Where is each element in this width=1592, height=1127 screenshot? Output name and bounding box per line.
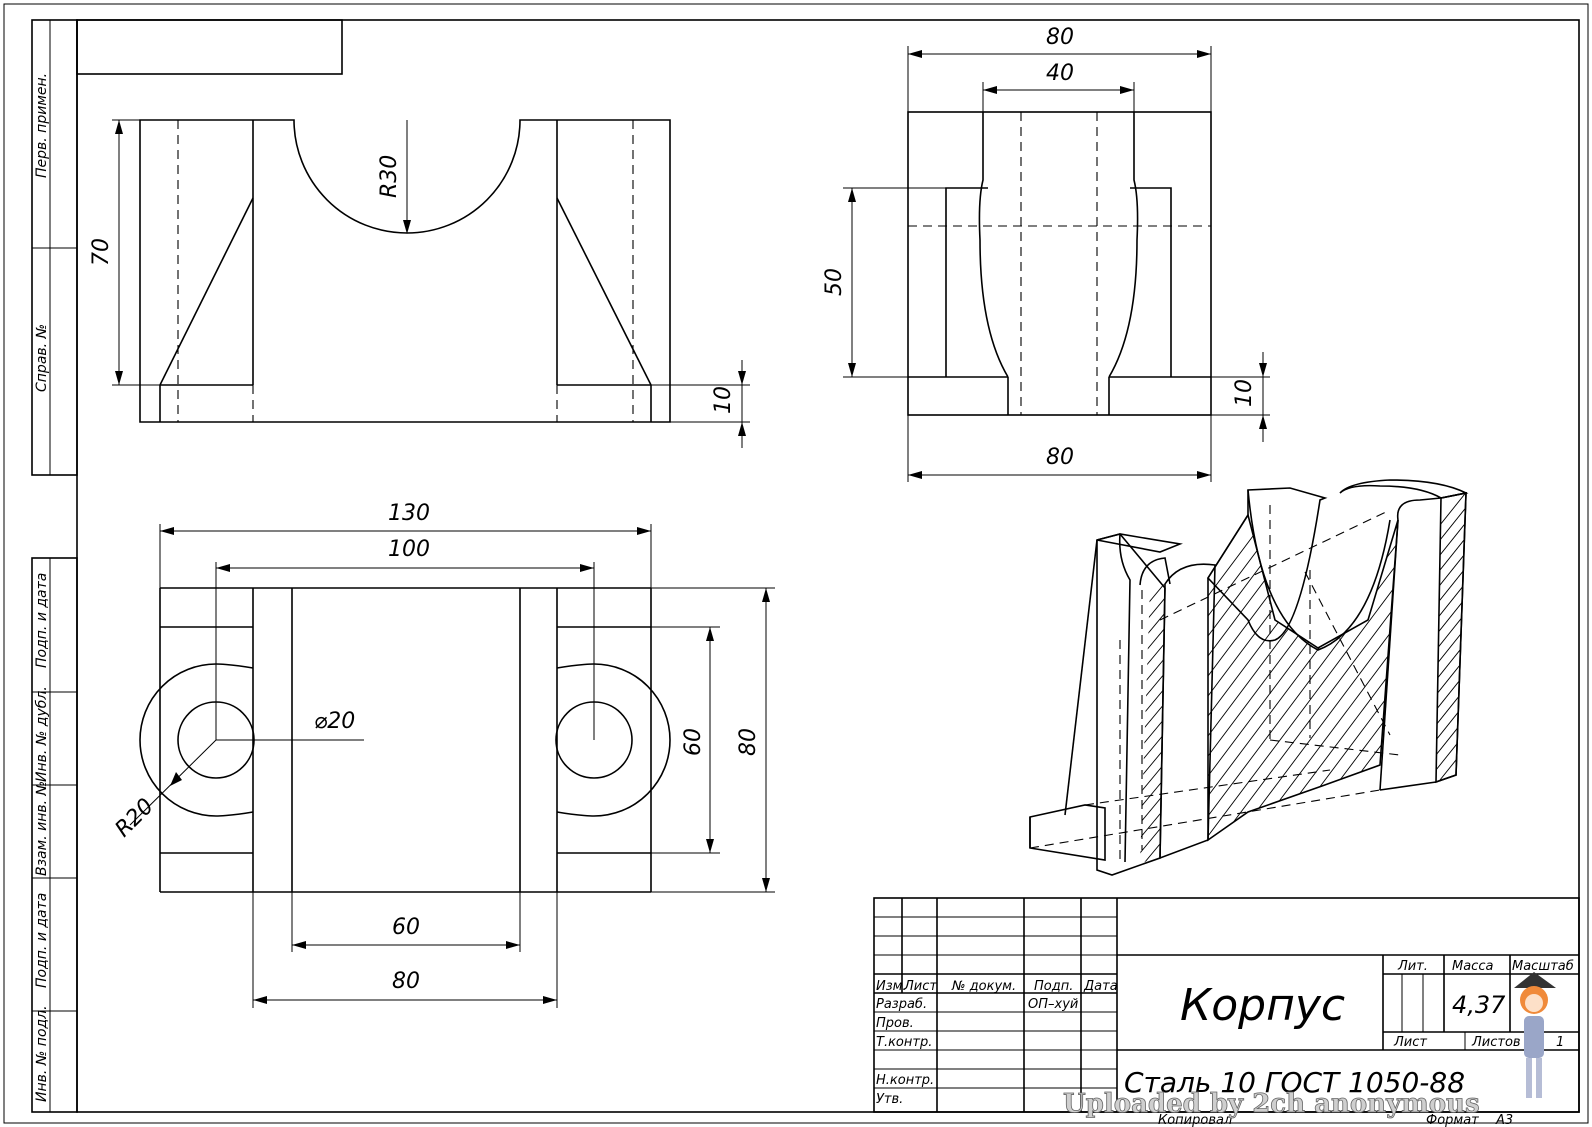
tb-format: Формат xyxy=(1426,1113,1479,1127)
tb-masshtab: Масштаб xyxy=(1512,959,1574,974)
dim-side-top-inner: 40 xyxy=(1046,61,1074,86)
dim-front-radius: R30 xyxy=(377,155,402,198)
dim-plan-inner-height: 60 xyxy=(681,728,706,756)
front-view: R30 70 10 xyxy=(89,119,750,448)
tb-col-list: Лист xyxy=(903,979,937,994)
tb-row-tkontr: Т.контр. xyxy=(876,1035,932,1050)
watermark-text: Uploaded by 2ch anonymous xyxy=(1063,1089,1480,1119)
tb-list: Лист xyxy=(1393,1035,1427,1050)
tb-format-value: А3 xyxy=(1495,1113,1513,1127)
dim-side-bottom: 80 xyxy=(1046,445,1074,470)
sidebar-vzam-inv: Взам. инв. № xyxy=(34,781,50,876)
dim-plan-bottom-outer: 80 xyxy=(392,969,420,994)
dim-plan-holes: 100 xyxy=(388,537,430,562)
sidebar-inv-dubl: Инв. № дубл. xyxy=(34,686,50,782)
tb-row-utv: Утв. xyxy=(876,1092,903,1107)
left-sidebar: Перв. примен. Справ. № Подп. и дата Инв.… xyxy=(31,19,78,1113)
tb-razrab-podp: ОП–хуй xyxy=(1028,997,1078,1012)
tb-listov-value: 1 xyxy=(1556,1035,1564,1050)
tb-row-nkontr: Н.контр. xyxy=(876,1073,934,1088)
sidebar-perv-primen: Перв. примен. xyxy=(34,73,50,178)
dim-front-base: 10 xyxy=(711,386,736,414)
sidebar-podp-data-1: Подп. и дата xyxy=(34,573,50,668)
tb-listov: Листов xyxy=(1471,1035,1521,1050)
watermark: Uploaded by 2ch anonymous xyxy=(1063,972,1556,1119)
side-view: 80 40 50 10 80 xyxy=(822,25,1270,482)
dim-plan-total: 130 xyxy=(388,501,430,526)
dim-front-height: 70 xyxy=(89,238,114,266)
tb-col-data: Дата xyxy=(1083,979,1118,994)
tb-row-prov: Пров. xyxy=(876,1016,914,1031)
isometric-view xyxy=(1029,479,1469,876)
tb-col-izm: Изм. xyxy=(876,979,907,994)
dim-side-base: 10 xyxy=(1232,379,1257,407)
tb-title: Корпус xyxy=(1180,980,1345,1031)
sidebar-podp-data-2: Подп. и дата xyxy=(34,893,50,988)
mascot-icon xyxy=(1514,972,1556,1098)
tb-row-razrab: Разраб. xyxy=(876,997,927,1012)
tb-col-podp: Подп. xyxy=(1034,979,1073,994)
dim-plan-bottom-inner: 60 xyxy=(392,915,420,940)
tb-material: Сталь 10 ГОСТ 1050-88 xyxy=(1124,1066,1465,1099)
title-block: Изм. Лист № докум. Подп. Дата Разраб. ОП… xyxy=(873,897,1580,1127)
dim-side-height: 50 xyxy=(822,268,847,296)
dim-plan-outer-height: 80 xyxy=(736,728,761,756)
sidebar-inv-podl: Инв. № подл. xyxy=(34,1005,50,1102)
tb-massa: Масса xyxy=(1452,959,1493,974)
dim-plan-radius: R20 xyxy=(111,794,159,842)
tb-mass-value: 4,37 xyxy=(1452,991,1506,1019)
plan-view: R20 ⌀20 130 100 60 80 60 xyxy=(111,501,775,1008)
sidebar-sprav-no: Справ. № xyxy=(34,324,50,392)
tb-kopiroval: Копировал xyxy=(1158,1113,1232,1127)
dim-side-top-outer: 80 xyxy=(1046,25,1074,50)
tb-lit: Лит. xyxy=(1397,959,1428,974)
dim-plan-diameter: ⌀20 xyxy=(314,709,355,734)
tb-col-doc: № докум. xyxy=(951,979,1016,994)
